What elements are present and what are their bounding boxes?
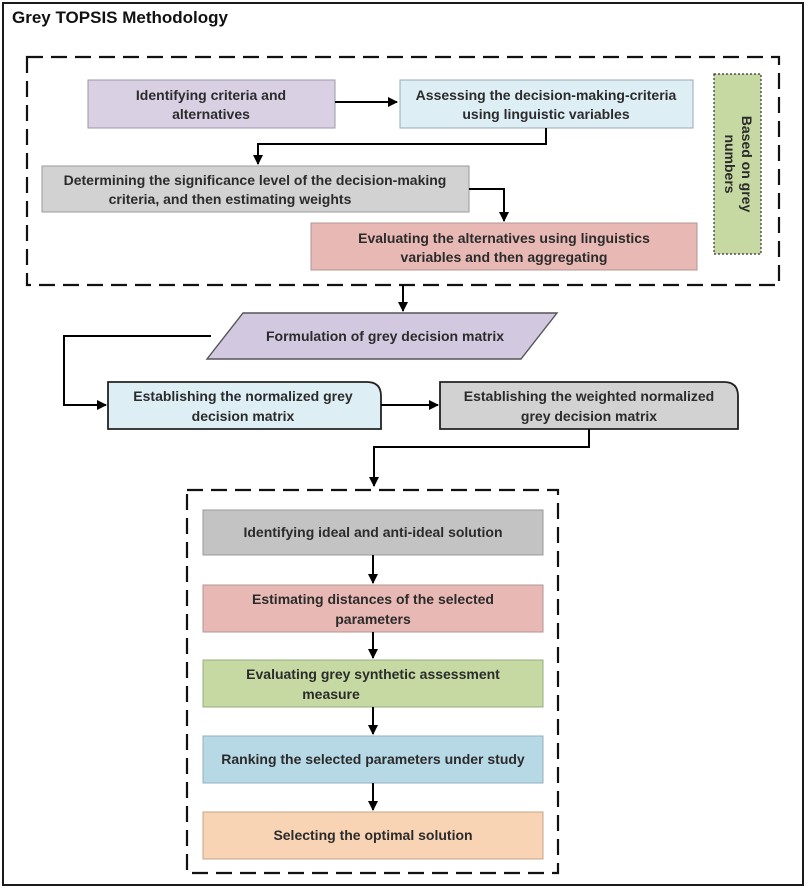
side-note-box <box>713 73 762 255</box>
formulation-box <box>205 312 559 360</box>
formulation-label: Formulation of grey decision matrix <box>266 328 504 344</box>
distances-label-1: Estimating distances of the selected <box>252 591 494 607</box>
weighted-label-1: Establishing the weighted normalized <box>464 388 714 404</box>
synthetic-label-1: Evaluating grey synthetic assessment <box>246 666 500 682</box>
determining-significance-box <box>41 165 470 213</box>
ideal-solution-box <box>202 509 544 556</box>
selecting-box <box>202 811 544 860</box>
assessing-criteria-label-1: Assessing the decision-making-criteria <box>416 87 677 103</box>
side-note-label-1: Based on grey <box>739 116 755 213</box>
weighted-box <box>439 381 739 430</box>
assessing-criteria-label-2: using linguistic variables <box>462 106 629 122</box>
arrow-formulation-to-normalized <box>63 335 211 410</box>
arrow-determine-to-evaluate <box>469 188 509 222</box>
selecting-label: Selecting the optimal solution <box>273 827 472 843</box>
determining-significance-label-2: criteria, and then estimating weights <box>109 191 352 207</box>
identifying-criteria-label-2: alternatives <box>172 106 250 122</box>
weighted-label-2: grey decision matrix <box>521 408 657 424</box>
synthetic-label-2: measure <box>302 686 360 702</box>
normalized-label-2: decision matrix <box>192 408 295 424</box>
distances-label-2: parameters <box>335 611 411 627</box>
diagram-title: Grey TOPSIS Methodology <box>12 8 228 27</box>
synthetic-box <box>202 659 544 708</box>
determining-significance-label-1: Determining the significance level of th… <box>64 172 447 188</box>
arrow-weighted-to-bottom-group <box>369 429 590 487</box>
identifying-criteria-box <box>87 79 336 129</box>
distances-box <box>202 584 544 633</box>
evaluating-alternatives-box <box>310 222 698 271</box>
normalized-box <box>107 381 382 430</box>
assessing-criteria-box <box>399 79 694 129</box>
ideal-solution-label: Identifying ideal and anti-ideal solutio… <box>243 524 502 540</box>
ranking-label: Ranking the selected parameters under st… <box>221 751 525 767</box>
identifying-criteria-label-1: Identifying criteria and <box>136 87 286 103</box>
ranking-box <box>202 735 544 784</box>
bottom-group-boundary <box>185 488 560 875</box>
arrow-assess-to-determine <box>253 128 547 165</box>
normalized-label-1: Establishing the normalized grey <box>133 388 353 404</box>
evaluating-alternatives-label-2: variables and then aggregating <box>401 249 608 265</box>
evaluating-alternatives-label-1: Evaluating the alternatives using lingui… <box>358 230 650 246</box>
side-note-label-2: numbers <box>722 134 738 193</box>
